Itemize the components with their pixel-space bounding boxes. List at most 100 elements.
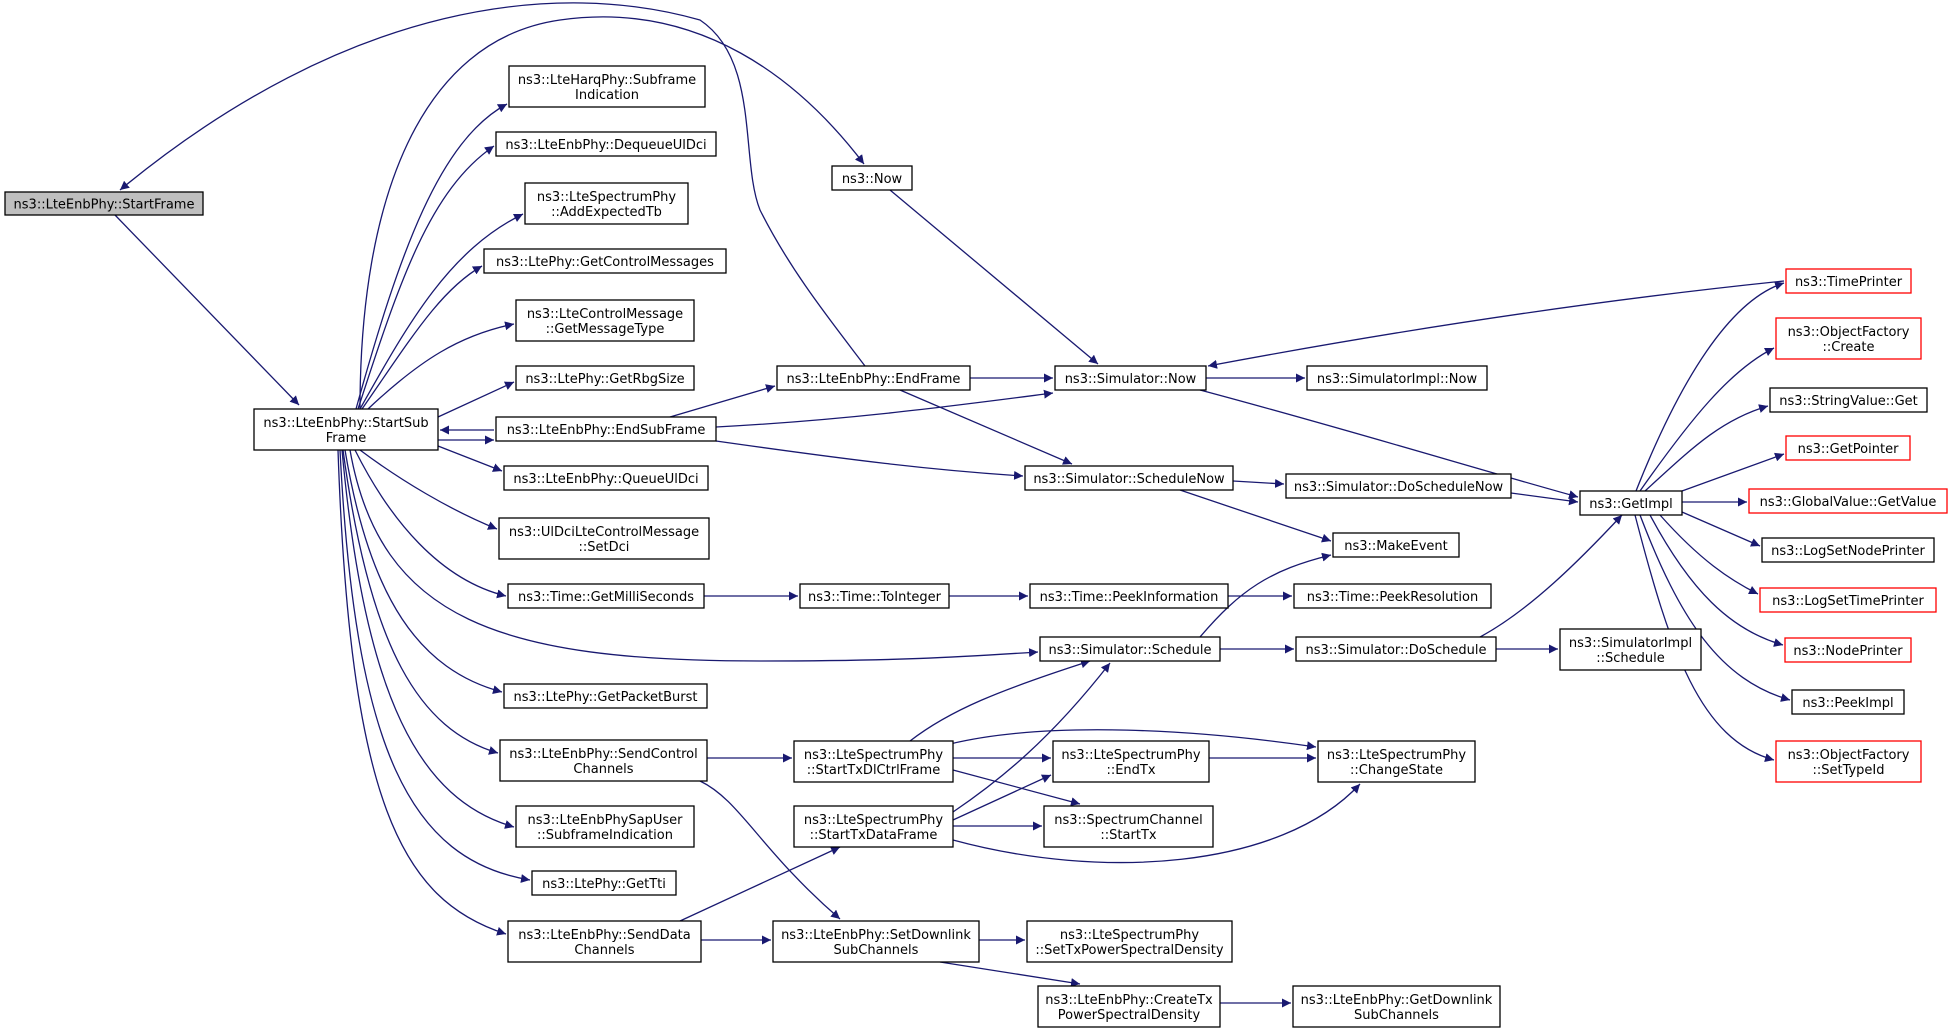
node-startdata[interactable]: ns3::LteSpectrumPhy::StartTxDataFrame [793, 805, 954, 848]
node-endsubframe[interactable]: ns3::LteEnbPhy::EndSubFrame [495, 416, 717, 442]
node-label: ns3::LteControlMessage [527, 307, 683, 322]
node-label: ns3::LteEnbPhy::SetDownlink [781, 928, 971, 943]
node-getcontrol[interactable]: ns3::LtePhy::GetControlMessages [483, 248, 727, 274]
node-label: ::ChangeState [1350, 763, 1443, 778]
node-schedule[interactable]: ns3::Simulator::Schedule [1039, 636, 1221, 662]
node-label: ns3::LteHarqPhy::Subframe [518, 73, 696, 88]
node-label: Channels [573, 762, 633, 777]
edge-getimpl-to-ofsettype [1634, 514, 1775, 762]
edge-getimpl-to-ofcreate [1639, 347, 1775, 492]
node-now[interactable]: ns3::Now [831, 165, 913, 191]
node-implnow[interactable]: ns3::SimulatorImpl::Now [1306, 365, 1488, 391]
node-ofsettype[interactable]: ns3::ObjectFactory::SetTypeId [1775, 740, 1922, 783]
node-label: ::AddExpectedTb [551, 205, 662, 220]
edge-schedule-to-makeevent [1199, 552, 1332, 638]
node-label: ::EndTx [1106, 763, 1155, 778]
edge-startframe-to-startsubframe [114, 214, 300, 406]
node-label: ns3::LteSpectrumPhy [804, 748, 943, 763]
node-label: Channels [574, 943, 634, 958]
node-label: ns3::LteEnbPhy::EndSubFrame [507, 423, 706, 438]
node-doschedule[interactable]: ns3::Simulator::DoSchedule [1295, 636, 1497, 662]
edge-getimpl-to-nodeprinter [1649, 514, 1784, 647]
node-label: ::SetTypeId [1812, 763, 1884, 778]
node-getms[interactable]: ns3::Time::GetMilliSeconds [507, 583, 705, 609]
edge-startsubframe-to-dequeue [357, 145, 495, 410]
node-settxpsd[interactable]: ns3::LteSpectrumPhy::SetTxPowerSpectralD… [1026, 920, 1233, 963]
node-startframe[interactable]: ns3::LteEnbPhy::StartFrame [4, 191, 204, 216]
node-label: ns3::ObjectFactory [1788, 325, 1910, 340]
node-endframe[interactable]: ns3::LteEnbPhy::EndFrame [776, 365, 971, 391]
node-schedulenow[interactable]: ns3::Simulator::ScheduleNow [1024, 465, 1234, 491]
edge-getimpl-to-strget [1644, 404, 1769, 492]
node-label: ::GetMessageType [546, 322, 665, 337]
node-sapuser[interactable]: ns3::LteEnbPhySapUser::SubframeIndicatio… [515, 805, 695, 848]
node-implschedule[interactable]: ns3::SimulatorImpl::Schedule [1559, 628, 1702, 671]
node-simnow[interactable]: ns3::Simulator::Now [1054, 365, 1207, 391]
edge-startsubframe-to-setdci [359, 449, 498, 530]
node-logtime[interactable]: ns3::LogSetTimePrinter [1759, 587, 1937, 613]
node-label: ns3::PeekImpl [1802, 696, 1893, 711]
node-tointeger[interactable]: ns3::Time::ToInteger [799, 583, 950, 609]
node-timeprinter[interactable]: ns3::TimePrinter [1785, 268, 1912, 294]
node-label: ns3::LtePhy::GetPacketBurst [513, 690, 697, 705]
edge-startsubframe-to-harq [355, 103, 508, 410]
node-label: ns3::Now [842, 172, 903, 187]
node-label: ::SetTxPowerSpectralDensity [1035, 943, 1223, 958]
node-harq[interactable]: ns3::LteHarqPhy::SubframeIndication [508, 65, 706, 108]
node-getimpl[interactable]: ns3::GetImpl [1579, 490, 1683, 516]
node-label: SubChannels [834, 943, 919, 958]
node-label: ns3::LogSetNodePrinter [1771, 544, 1925, 559]
node-lognode[interactable]: ns3::LogSetNodePrinter [1761, 537, 1935, 563]
node-label: ns3::LtePhy::GetControlMessages [496, 255, 714, 270]
node-ofcreate[interactable]: ns3::ObjectFactory::Create [1775, 317, 1922, 360]
node-createtx[interactable]: ns3::LteEnbPhy::CreateTxPowerSpectralDen… [1037, 985, 1221, 1028]
node-label: ns3::Time::PeekInformation [1040, 590, 1219, 605]
node-gvget[interactable]: ns3::GlobalValue::GetValue [1748, 488, 1948, 514]
node-getburst[interactable]: ns3::LtePhy::GetPacketBurst [503, 683, 708, 709]
node-label: ns3::LteSpectrumPhy [1327, 748, 1466, 763]
node-peekimpl[interactable]: ns3::PeekImpl [1791, 689, 1905, 715]
node-label: ns3::LteEnbPhy::QueueUlDci [513, 472, 698, 487]
edge-startdlctrl-to-changestate [949, 729, 1317, 751]
edge-getimpl-to-peekimpl [1639, 514, 1791, 702]
node-label: ns3::LteEnbPhy::SendControl [509, 747, 697, 762]
node-getrbg[interactable]: ns3::LtePhy::GetRbgSize [515, 365, 695, 391]
node-addexpected[interactable]: ns3::LteSpectrumPhy::AddExpectedTb [524, 182, 689, 225]
node-label: ns3::LteEnbPhy::DequeueUlDci [505, 138, 706, 153]
node-label: ns3::LteSpectrumPhy [1060, 928, 1199, 943]
node-label: ns3::TimePrinter [1795, 275, 1903, 290]
node-strget[interactable]: ns3::StringValue::Get [1769, 387, 1928, 413]
node-label: SubChannels [1354, 1008, 1439, 1023]
edge-endframe-to-startframe [119, 2, 866, 367]
node-makeevent[interactable]: ns3::MakeEvent [1332, 532, 1460, 558]
edge-startsubframe-to-getms [354, 449, 507, 599]
node-getmsgtype[interactable]: ns3::LteControlMessage::GetMessageType [515, 299, 695, 342]
node-peekres[interactable]: ns3::Time::PeekResolution [1293, 583, 1492, 609]
node-label: Indication [575, 88, 639, 103]
node-nodeprinter[interactable]: ns3::NodePrinter [1784, 637, 1912, 663]
node-startdlctrl[interactable]: ns3::LteSpectrumPhy::StartTxDlCtrlFrame [793, 740, 954, 783]
node-label: ns3::LteEnbPhy::GetDownlink [1301, 993, 1493, 1008]
node-gettti[interactable]: ns3::LtePhy::GetTti [531, 870, 677, 896]
edge-endframe-to-schedulenow [899, 389, 1073, 465]
node-queueuldci[interactable]: ns3::LteEnbPhy::QueueUlDci [503, 465, 709, 491]
node-chstarttx[interactable]: ns3::SpectrumChannel::StartTx [1043, 805, 1214, 848]
edge-startsubframe-to-gettti [339, 449, 531, 883]
node-endtx[interactable]: ns3::LteSpectrumPhy::EndTx [1052, 740, 1210, 783]
node-doschedulenow[interactable]: ns3::Simulator::DoScheduleNow [1285, 473, 1512, 499]
node-setdci[interactable]: ns3::UlDciLteControlMessage::SetDci [498, 517, 710, 560]
edge-startsubframe-to-getcontrol [361, 265, 483, 410]
node-peekinfo[interactable]: ns3::Time::PeekInformation [1029, 583, 1229, 609]
node-label: ns3::LteSpectrumPhy [537, 190, 676, 205]
node-label: ns3::SpectrumChannel [1054, 813, 1202, 828]
node-changestate[interactable]: ns3::LteSpectrumPhy::ChangeState [1317, 740, 1476, 783]
edge-schedulenow-to-makeevent [1179, 489, 1332, 543]
node-dequeue[interactable]: ns3::LteEnbPhy::DequeueUlDci [495, 131, 717, 157]
node-getpointer[interactable]: ns3::GetPointer [1785, 435, 1911, 461]
node-label: ns3::Simulator::ScheduleNow [1033, 472, 1225, 487]
